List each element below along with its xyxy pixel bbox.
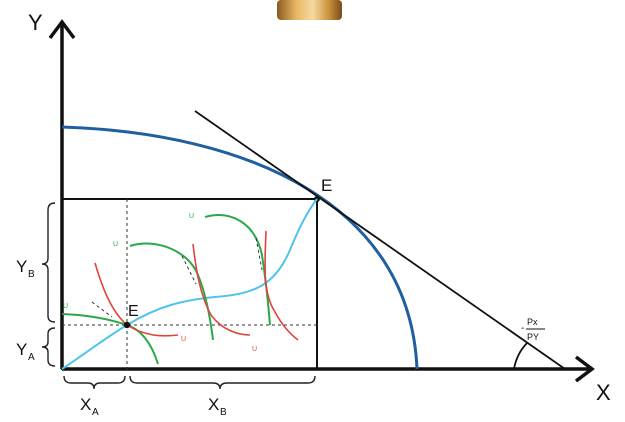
xa-label-sub: A [92, 407, 99, 417]
yb-brace [41, 202, 56, 323]
x-axis-label: X [596, 380, 611, 405]
edgeworth-box [61, 198, 318, 370]
y-axis-arrow [48, 19, 76, 40]
red-indifference-curve-2 [192, 243, 251, 336]
inner-equilibrium-label: E [128, 303, 139, 320]
lamp-decoration [277, 0, 342, 20]
red-curve-label-1: U [181, 336, 186, 343]
red-indifference-curve-3 [264, 230, 299, 341]
red-curve-label-2: U [252, 346, 257, 353]
green-curve-label-3: U [189, 213, 194, 220]
ya-label-sub: A [28, 352, 35, 363]
price-ratio-numerator: Px [527, 317, 538, 327]
xa-label: X [80, 395, 91, 414]
tangent-dash-2 [181, 255, 197, 285]
yb-label-sub: B [28, 269, 35, 280]
contract-curve [61, 198, 318, 370]
inner-equilibrium-point [123, 321, 131, 329]
xa-brace [63, 375, 126, 390]
x-axis-arrow [574, 355, 595, 383]
green-indifference-curve-3 [204, 214, 271, 326]
tangent-dash-1 [91, 301, 113, 318]
price-ratio-sign: - [521, 323, 524, 334]
y-axis-label: Y [28, 10, 43, 35]
ya-label: Y [16, 340, 27, 359]
angle-arc [513, 342, 528, 370]
outer-equilibrium-label: E [321, 176, 332, 195]
yb-label: Y [16, 257, 27, 276]
ya-brace [41, 327, 56, 367]
xb-label: X [208, 395, 219, 414]
green-curve-label-1: U [63, 303, 68, 310]
green-indifference-curve-2 [129, 242, 214, 341]
green-curve-label-2: U [113, 241, 118, 248]
green-indifference-curve-1 [61, 313, 159, 365]
price-line [194, 110, 566, 370]
price-ratio-denominator: PY [527, 332, 539, 342]
xb-brace [129, 375, 316, 390]
xb-label-sub: B [220, 407, 227, 417]
